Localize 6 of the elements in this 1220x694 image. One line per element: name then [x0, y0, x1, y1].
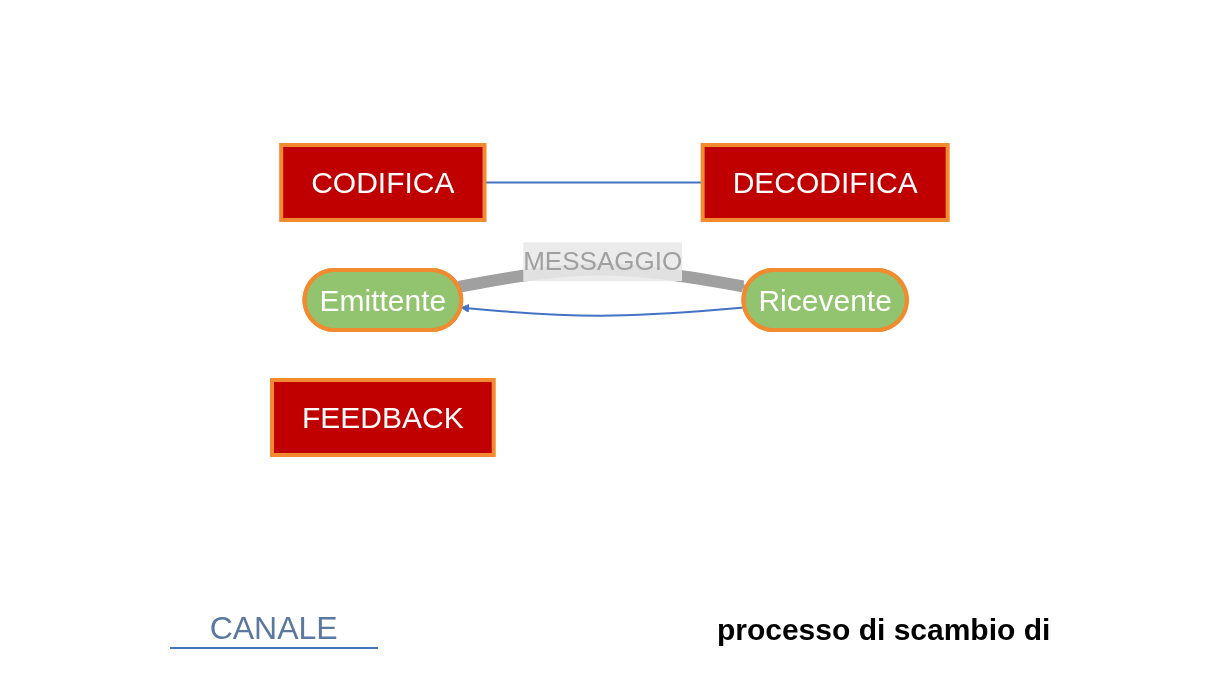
node-box: DECODIFICA: [700, 143, 950, 222]
edge-label: MESSAGGIO: [523, 246, 683, 277]
channel-label: CANALE: [169, 610, 378, 649]
note-text: processo di scambio di: [716, 612, 1051, 647]
node-box: FEEDBACK: [270, 378, 496, 457]
node-box: CODIFICA: [279, 143, 487, 222]
